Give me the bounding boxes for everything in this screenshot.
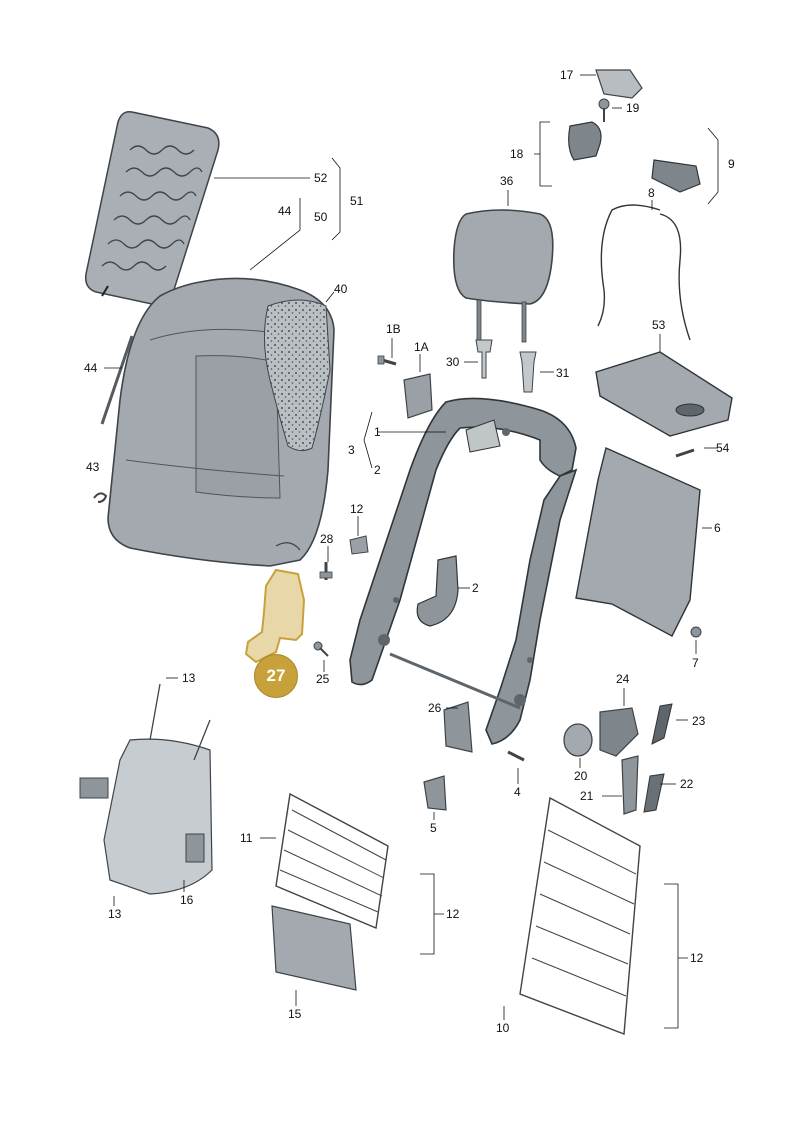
highlighted-part-27[interactable] <box>244 568 306 664</box>
label-15: 15 <box>288 1007 302 1021</box>
label-11: 11 <box>240 831 253 845</box>
label-6: 6 <box>714 521 721 535</box>
label-18: 18 <box>510 147 524 161</box>
label-13-bottom: 13 <box>108 907 122 921</box>
recliner-2 <box>416 555 459 627</box>
highlight-callout-27[interactable]: 27 <box>254 654 298 698</box>
back-panel-6 <box>575 447 701 637</box>
screw-54 <box>675 448 695 458</box>
bracket-1A <box>403 373 433 419</box>
label-2-top: 2 <box>374 463 381 477</box>
cover-5 <box>423 775 447 811</box>
label-50: 50 <box>314 210 328 224</box>
label-8: 8 <box>648 186 655 200</box>
label-3: 3 <box>348 443 355 457</box>
cover-17 <box>595 69 643 99</box>
label-22: 22 <box>680 777 694 791</box>
label-31: 31 <box>556 366 570 380</box>
cable-8 <box>597 204 691 341</box>
label-12-top: 12 <box>350 502 364 516</box>
wire-44 <box>100 335 134 425</box>
trim-22 <box>643 773 665 813</box>
screw-1B <box>377 355 397 366</box>
label-23: 23 <box>692 714 706 728</box>
label-2-mid: 2 <box>472 581 479 595</box>
label-13-top: 13 <box>182 671 196 685</box>
bolt-4 <box>507 750 525 762</box>
label-25: 25 <box>316 672 330 686</box>
headrest-guide-30 <box>475 339 493 379</box>
release-unit-18 <box>568 121 602 161</box>
cover-26 <box>443 701 473 753</box>
handle-23 <box>651 703 673 745</box>
backrest-frame-1 <box>349 397 578 745</box>
spring-mat-10 <box>519 796 641 1035</box>
label-43: 43 <box>86 460 100 474</box>
release-handle-9 <box>651 159 701 193</box>
knob-20 <box>563 723 593 757</box>
base-plate-15 <box>271 905 357 991</box>
clip-43 <box>93 492 108 503</box>
label-17: 17 <box>560 68 574 82</box>
label-1B: 1B <box>386 322 401 336</box>
label-53: 53 <box>652 318 666 332</box>
label-44-left: 44 <box>84 361 98 375</box>
label-30: 30 <box>446 355 460 369</box>
label-7: 7 <box>692 656 699 670</box>
leader-lines <box>104 74 719 1029</box>
label-52: 52 <box>314 171 328 185</box>
label-40: 40 <box>334 282 348 296</box>
label-1: 1 <box>374 425 381 439</box>
backrest-cover-40 <box>107 277 335 567</box>
screw-25 <box>313 641 329 657</box>
label-12-mid: 12 <box>446 907 460 921</box>
label-24: 24 <box>616 672 630 686</box>
headrest-guide-31 <box>519 351 537 393</box>
spring-mat-11 <box>275 792 389 929</box>
heater-mat-52 <box>84 110 220 306</box>
label-51: 51 <box>350 194 364 208</box>
label-54: 54 <box>716 441 730 455</box>
label-19: 19 <box>626 101 640 115</box>
clip-7 <box>690 626 702 638</box>
label-26: 26 <box>428 701 442 715</box>
label-1A: 1A <box>414 340 429 354</box>
lumbar-frame-16 <box>79 683 213 895</box>
label-28: 28 <box>320 532 334 546</box>
label-4: 4 <box>514 785 521 799</box>
label-36: 36 <box>500 174 514 188</box>
label-20: 20 <box>574 769 588 783</box>
label-16: 16 <box>180 893 194 907</box>
label-21: 21 <box>580 789 594 803</box>
clip-12 <box>349 535 369 555</box>
lever-21 <box>621 755 639 815</box>
label-9: 9 <box>728 157 735 171</box>
storage-tray-53 <box>595 351 733 437</box>
label-5: 5 <box>430 821 437 835</box>
screw-19 <box>598 98 610 122</box>
recliner-unit-24 <box>599 707 639 757</box>
headrest-36 <box>452 209 554 343</box>
label-10: 10 <box>496 1021 510 1035</box>
label-12-right: 12 <box>690 951 704 965</box>
bolt-28 <box>319 562 333 580</box>
label-44-top: 44 <box>278 204 292 218</box>
